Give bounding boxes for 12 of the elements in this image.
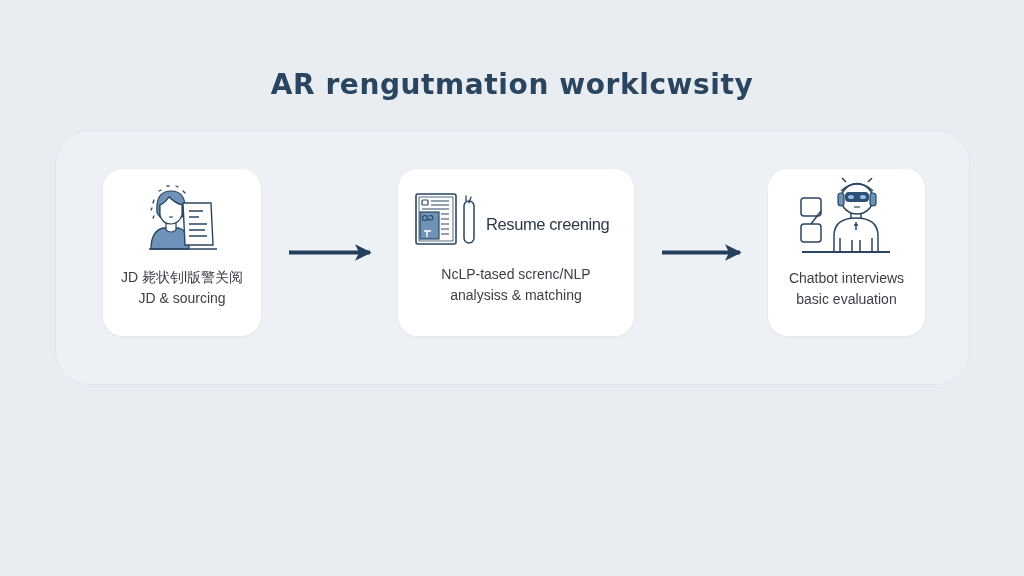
step-heading: Resume creening [486,215,610,233]
step-card [768,169,925,336]
step-label: JD 毙状钊l版警关阅 [120,269,244,285]
step-description: NcLP-tased screnc/NLP analysiss & matching [440,265,592,305]
step-card [398,169,634,336]
step-description: Chatbot interviews basic evaluation [787,269,906,309]
step-card [103,169,261,336]
step-label: JD & sourcing [138,290,226,306]
arrow [289,244,372,261]
diagram-title: AR rengutmation worklcwsity [270,68,754,101]
panel-background [55,130,970,385]
arrow [662,244,742,261]
